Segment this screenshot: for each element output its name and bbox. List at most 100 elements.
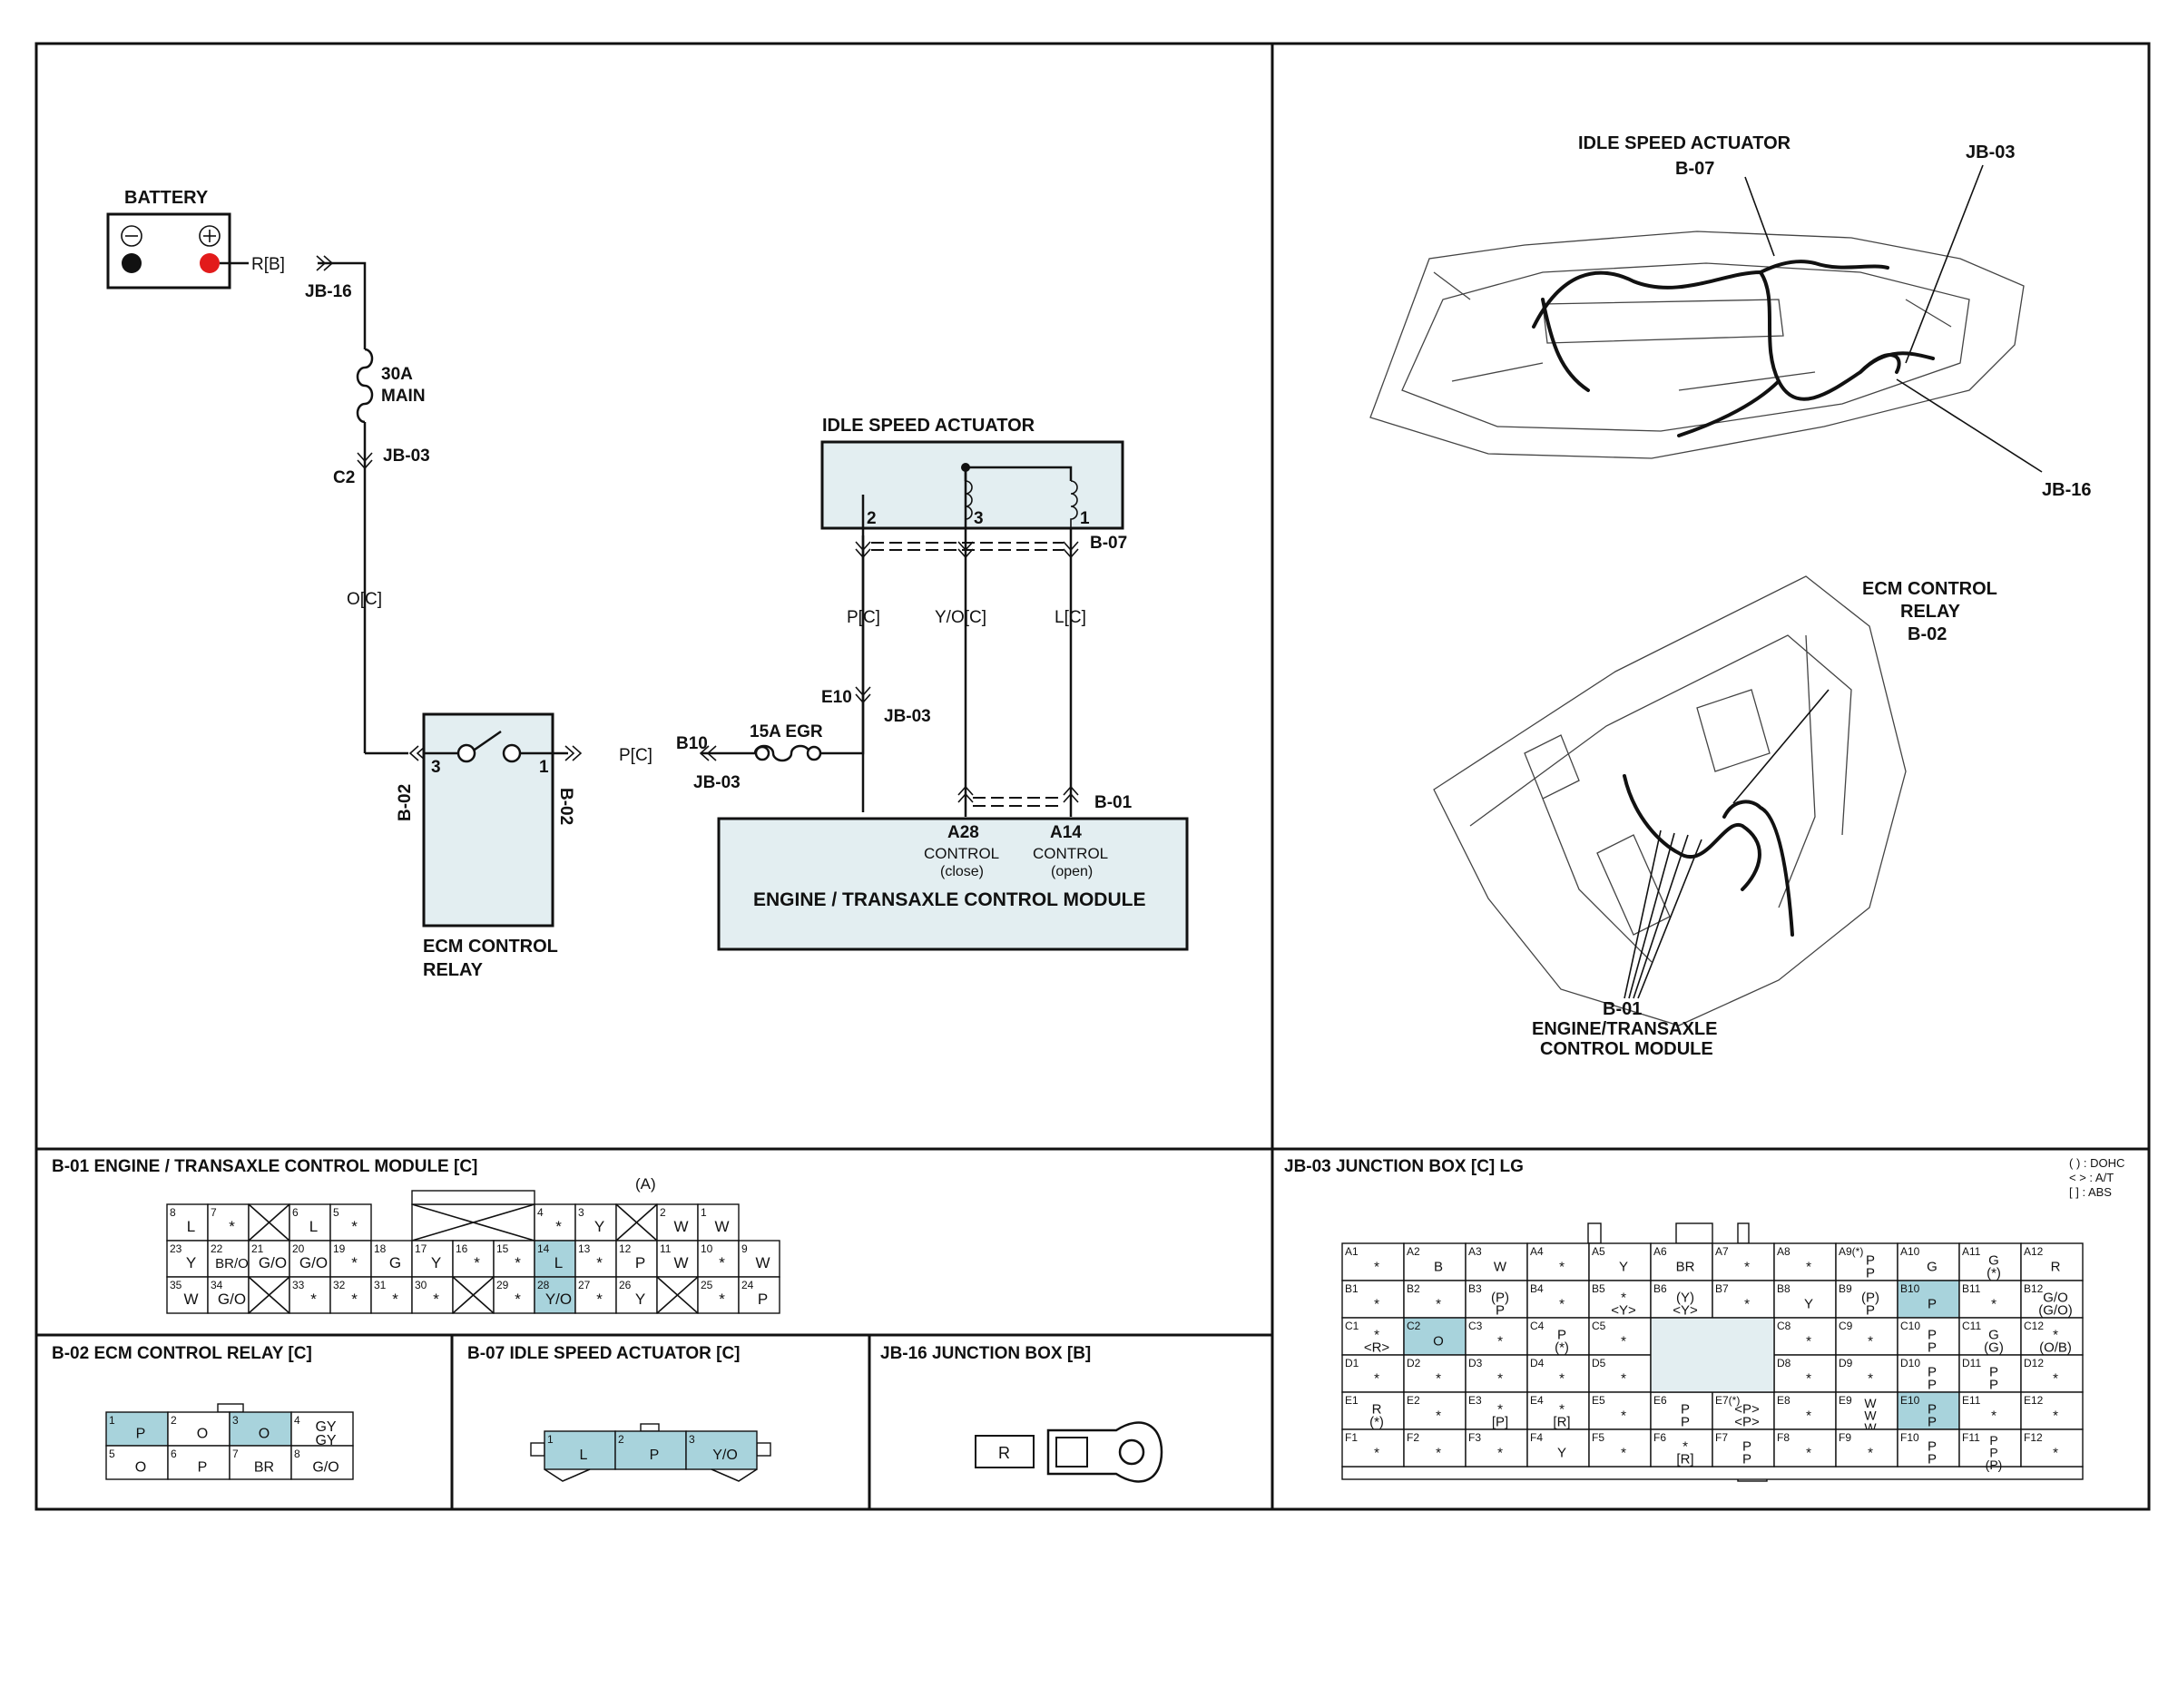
b01-pin-32-value: * xyxy=(351,1291,358,1308)
jb03-pin-f6-value: * xyxy=(1683,1438,1688,1454)
b02-pin-2-number: 2 xyxy=(171,1414,177,1427)
fuse-15a-label: 15A EGR xyxy=(750,722,823,741)
b02-title: B-02 ECM CONTROL RELAY [C] xyxy=(52,1344,312,1363)
b01-pin-22-value: BR/O xyxy=(215,1256,249,1271)
jb03-pin-b2-value: * xyxy=(1436,1297,1441,1312)
b01-pin-4-number: 4 xyxy=(537,1206,544,1219)
b01-pin-29-value: * xyxy=(515,1291,521,1308)
b01-pin-30: 30* xyxy=(411,1276,454,1314)
b02-pin-7: 7BR xyxy=(229,1445,292,1480)
b01-pin-1: 1W xyxy=(697,1203,740,1242)
b01-pin-34-number: 34 xyxy=(211,1279,223,1291)
jb03-pin-e4-value: [R] xyxy=(1553,1415,1570,1430)
b01-pin-10: 10* xyxy=(697,1240,740,1278)
e10-label: E10 xyxy=(821,688,852,707)
jb03-pin-b8: B8Y xyxy=(1773,1280,1837,1319)
component-location-views: IDLE SPEED ACTUATOR B-07 JB-03 JB-16 ECM… xyxy=(1369,133,2091,1059)
jb03-pin-d11-value: P xyxy=(1989,1378,1998,1393)
b07-pin-1-number: 1 xyxy=(547,1433,554,1446)
ecm-control-relay-box xyxy=(422,712,554,928)
jb03-pin-f1-value: * xyxy=(1374,1446,1379,1461)
jb03-pin-c8: C8* xyxy=(1773,1317,1837,1356)
wire-pc-relay-label: P[C] xyxy=(619,746,652,765)
b01-pin-23: 23Y xyxy=(166,1240,209,1278)
jb03-pin-e6-value: P xyxy=(1681,1401,1690,1417)
b02-pin-3-number: 3 xyxy=(232,1414,239,1427)
jb03-pin-e12-value: * xyxy=(2053,1409,2058,1424)
b01-pin-9-value: W xyxy=(755,1254,770,1271)
jb03-pin-e6-number: E6 xyxy=(1653,1394,1667,1407)
b01-pin-7-number: 7 xyxy=(211,1206,217,1219)
jb03-pin-e1-number: E1 xyxy=(1345,1394,1359,1407)
b01-pin-35: 35W xyxy=(166,1276,209,1314)
jb03-pin-a8: A8* xyxy=(1773,1242,1837,1281)
b02-pin-5-value: O xyxy=(135,1460,146,1476)
jb03-pin-f7-number: F7 xyxy=(1715,1431,1728,1444)
jb03-pin-b6-value: <Y> xyxy=(1673,1303,1698,1319)
jb03-pin-f7-value: P xyxy=(1742,1452,1751,1468)
jb03-pin-c11-number: C11 xyxy=(1962,1320,1981,1332)
b02-pin-1: 1P xyxy=(105,1411,169,1447)
schematic: BATTERY R[B] JB-16 30A MAIN JB-03 C2 O[C… xyxy=(106,188,1189,980)
b02-pin-8-number: 8 xyxy=(294,1448,300,1460)
jb03-pin-f10-value: P xyxy=(1928,1438,1937,1454)
fuse-30a-label: 30A xyxy=(381,365,413,384)
b01-pin-26: 26Y xyxy=(615,1276,658,1314)
battery-wire-label: R[B] xyxy=(251,255,285,274)
jb03-pin-a11-value: G xyxy=(1988,1252,1999,1268)
ecm-close: (close) xyxy=(940,864,984,879)
battery-symbol xyxy=(106,212,231,290)
b01-pin-30-value: * xyxy=(433,1291,439,1308)
jb03-pin-a5-value: Y xyxy=(1619,1260,1628,1275)
jb03-blank-area xyxy=(1650,1317,1775,1393)
jb03-pin-f2-number: F2 xyxy=(1407,1431,1419,1444)
jb03-pin-b1-value: * xyxy=(1374,1297,1379,1312)
ecm-box xyxy=(717,817,1189,951)
jb03-pin-e7-value: <P> xyxy=(1734,1401,1760,1417)
ecm-pin-a28: A28 xyxy=(947,823,979,842)
jb03-pin-d3-value: * xyxy=(1497,1371,1503,1387)
b01-pin-X xyxy=(248,1203,290,1242)
jb03-pin-d12: D12* xyxy=(2020,1354,2084,1393)
jb03-pin-d5-value: * xyxy=(1621,1371,1626,1387)
jb03-pin-b2: B2* xyxy=(1403,1280,1467,1319)
jb03-pin-d8: D8* xyxy=(1773,1354,1837,1393)
b01-pin-31-number: 31 xyxy=(374,1279,387,1291)
isa-coil-right xyxy=(1070,480,1078,528)
jb03-pin-b7: B7* xyxy=(1712,1280,1775,1319)
b01-pin-X xyxy=(615,1203,658,1242)
jb03-pin-b3: B3(P)P xyxy=(1465,1280,1528,1319)
b01-pin-23-number: 23 xyxy=(170,1242,182,1255)
jb03-pin-e2-number: E2 xyxy=(1407,1394,1420,1407)
jb03-pin-f9-number: F9 xyxy=(1839,1431,1851,1444)
battery-label: BATTERY xyxy=(124,188,209,208)
jb03-pin-f5: F5* xyxy=(1588,1428,1652,1468)
b01-pin-28-value: Y/O xyxy=(545,1291,572,1308)
jb03-pin-a6-value: BR xyxy=(1676,1260,1695,1275)
dash-illustration xyxy=(1433,575,1907,1026)
jb03-pin-c10-value: P xyxy=(1928,1340,1937,1356)
jb03-label-e10: JB-03 xyxy=(884,707,931,726)
jb03-pin-f5-number: F5 xyxy=(1592,1431,1604,1444)
loc-jb16: JB-16 xyxy=(2042,480,2091,500)
b01-pin-8-value: L xyxy=(187,1218,195,1235)
wire-oc-label: O[C] xyxy=(347,590,382,609)
jb03-pin-d8-number: D8 xyxy=(1777,1357,1791,1369)
engine-bay-illustration xyxy=(1369,231,2025,459)
ecm-control-open: CONTROL xyxy=(1033,845,1108,862)
jb03-pin-f3: F3* xyxy=(1465,1428,1528,1468)
b01-pin-21-value: G/O xyxy=(259,1254,287,1271)
relay-name-1: ECM CONTROL xyxy=(423,937,558,957)
b01-pin-3-value: Y xyxy=(594,1218,604,1235)
jb03-pin-e4: E4*[R] xyxy=(1526,1391,1590,1430)
jb03-pin-f11-value: P xyxy=(1989,1433,1997,1448)
jb03-pin-f8: F8* xyxy=(1773,1428,1837,1468)
b01-connector: 8L7*6L5*4*3Y2W1W23Y22BR/O21G/O20G/O19*18… xyxy=(166,1190,780,1314)
jb03-pin-f8-value: * xyxy=(1806,1446,1811,1461)
jb03-pin-b1: B1* xyxy=(1341,1280,1405,1319)
jb03-pin-a12-value: R xyxy=(2051,1260,2061,1275)
jb03-label-egr: JB-03 xyxy=(693,773,741,792)
ecm-open: (open) xyxy=(1051,864,1093,879)
jb03-pin-e8-number: E8 xyxy=(1777,1394,1790,1407)
